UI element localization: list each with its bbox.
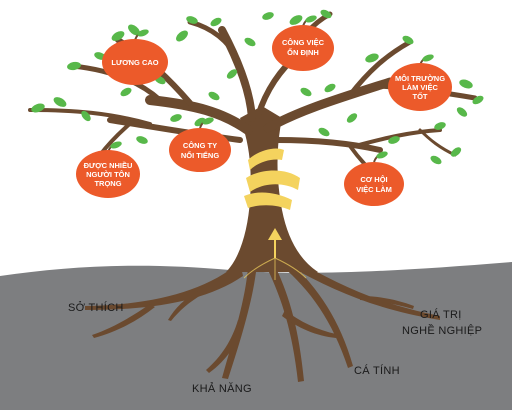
leaf	[289, 15, 303, 25]
branch-right-low2	[353, 128, 442, 148]
branch-center-up	[218, 26, 256, 122]
branch-main-left	[145, 95, 253, 135]
leaf	[244, 37, 256, 47]
leaf	[186, 16, 198, 24]
leaf	[318, 127, 330, 137]
fruit-label: NỔI TIẾNG	[181, 150, 220, 160]
leaf	[208, 91, 220, 101]
fruit-luong-cao: LƯƠNG CAO	[102, 29, 168, 85]
branch-right-low	[273, 137, 383, 153]
leaf	[320, 9, 332, 19]
root-labels: SỞ THÍCH KHẢ NĂNG CÁ TÍNH GIÁ TRỊ NGHỀ N…	[68, 301, 482, 395]
leaf	[170, 114, 182, 122]
fruit-leaf	[305, 15, 317, 23]
root-left-branch	[92, 304, 155, 338]
root-right-branch	[360, 296, 414, 309]
fruit-label: ĐƯỢC NHIỀU	[84, 160, 133, 170]
fruit-leaf	[110, 141, 122, 149]
fruit-label: TỐT	[413, 91, 428, 101]
branch-center-top	[187, 19, 241, 63]
fruit-leaf	[422, 54, 434, 62]
leaf	[450, 147, 462, 157]
leaf	[210, 17, 222, 27]
root-center-left-branch	[206, 320, 243, 373]
trunk	[226, 106, 318, 272]
root-label-gia-tri-nghe-nghiep-line1: GIÁ TRỊ	[420, 308, 462, 321]
leaf	[31, 103, 45, 113]
fruit-body	[76, 150, 140, 198]
branch-left-far	[28, 108, 152, 126]
leaf	[324, 83, 336, 93]
leaf	[300, 87, 312, 97]
root-fan-lines	[243, 257, 307, 280]
fruit-body	[272, 25, 334, 71]
fruit-label: LÀM VIỆC	[402, 83, 438, 92]
root-right	[289, 258, 440, 320]
leaf	[53, 97, 67, 107]
root-label-gia-tri-nghe-nghiep-line2: NGHỀ NGHIỆP	[402, 324, 482, 337]
fruit-label: NGƯỜI TÔN	[86, 170, 130, 179]
fruit-label: CƠ HỘI	[360, 175, 387, 184]
fruit-label: CÔNG TY	[183, 141, 217, 150]
fruit-body	[102, 39, 168, 85]
leaf	[434, 122, 446, 130]
root-label-kha-nang: KHẢ NĂNG	[192, 382, 252, 395]
fruit-label: ỔN ĐỊNH	[287, 48, 319, 57]
ribbon-mid	[246, 170, 300, 192]
fruit-leaf	[202, 117, 214, 125]
leaf	[388, 136, 400, 144]
root-label-so-thich: SỞ THÍCH	[68, 301, 124, 314]
leaf	[365, 53, 379, 63]
leaf	[346, 113, 358, 123]
up-arrow-icon	[268, 228, 282, 258]
leaf	[81, 110, 91, 122]
branch-main-right	[263, 77, 395, 133]
fruit-body	[169, 128, 231, 172]
leaf	[136, 136, 148, 144]
root-center-branch	[282, 310, 336, 338]
ribbon-low	[244, 192, 292, 210]
branch-left-down	[98, 120, 134, 157]
ribbon	[244, 148, 300, 210]
fruit-label: LƯƠNG CAO	[111, 58, 158, 67]
fruit-body	[344, 162, 404, 206]
branch-right-twig	[418, 128, 457, 157]
fruit-cong-viec-on-dinh: CÔNG VIỆC ỔN ĐỊNH	[272, 15, 334, 71]
root-left	[85, 262, 243, 310]
leaf	[402, 35, 414, 45]
branch-right-up	[347, 39, 413, 98]
fruits: LƯƠNG CAO CÔNG VIỆC ỔN ĐỊNH MÔI TRƯỜNG L…	[76, 15, 452, 206]
leaf	[120, 87, 132, 97]
branch-left-low	[107, 117, 243, 143]
leaf	[430, 155, 442, 165]
fruit-cong-ty-noi-tieng: CÔNG TY NỔI TIẾNG	[169, 117, 231, 172]
ribbon-top	[248, 148, 284, 170]
leaf	[472, 95, 484, 105]
leaf	[459, 79, 473, 89]
fruit-label: TRỌNG	[94, 179, 121, 188]
leaf	[67, 61, 81, 71]
fruit-label: MÔI TRƯỜNG	[395, 74, 445, 83]
fruit-duoc-nhieu-nguoi-ton-trong: ĐƯỢC NHIỀU NGƯỜI TÔN TRỌNG	[76, 141, 140, 198]
root-right-mid	[282, 262, 353, 368]
root-center	[268, 268, 304, 382]
roots	[85, 258, 440, 382]
root-small-left	[168, 290, 203, 321]
fruit-body	[388, 63, 452, 111]
fruit-co-hoi-viec-lam: CƠ HỘI VIỆC LÀM	[344, 151, 404, 206]
fruit-moi-truong-lam-viec-tot: MÔI TRƯỜNG LÀM VIỆC TỐT	[388, 54, 452, 111]
root-label-ca-tinh: CÁ TÍNH	[354, 364, 400, 377]
leaf	[456, 107, 468, 117]
fruit-leaf	[137, 29, 149, 37]
leaf	[111, 31, 125, 41]
leaf	[128, 24, 140, 36]
leaf	[176, 30, 188, 42]
fruit-leaf	[376, 151, 388, 159]
leaf	[262, 12, 274, 20]
leaf	[226, 69, 238, 79]
fruit-label: CÔNG VIỆC	[282, 38, 325, 47]
fruit-label: VIỆC LÀM	[356, 185, 392, 194]
